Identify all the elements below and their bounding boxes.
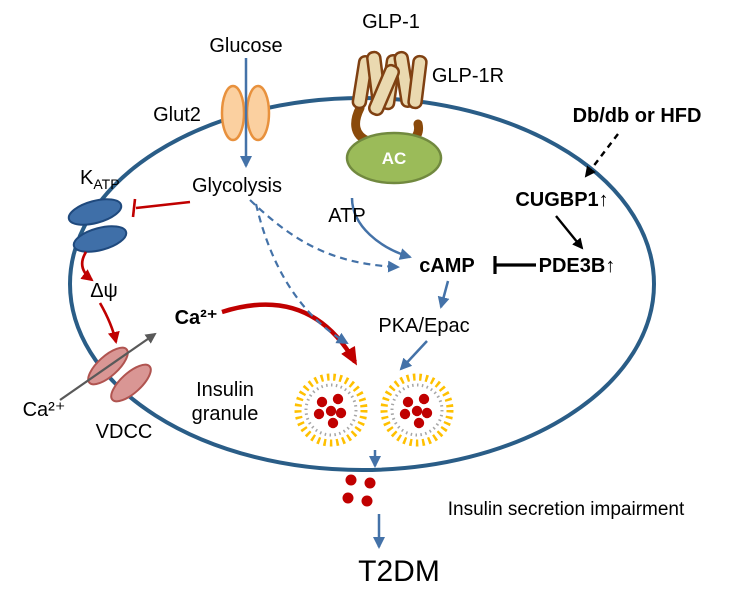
label-dbdb-hfd: Db/db or HFD [573, 105, 702, 127]
label-vdcc: VDCC [96, 421, 153, 443]
ac-label: AC [382, 149, 407, 168]
camp-to-pka-arrow [437, 280, 450, 309]
glp1r-receptor [351, 50, 428, 149]
dbdb-to-cugbp1-dashed-arrow [584, 133, 619, 178]
label-glp1r: GLP-1R [432, 65, 504, 87]
pka-to-granule-arrow [399, 340, 428, 371]
insulin-granule-right [380, 373, 454, 447]
label-calcium-inner: Ca²⁺ [175, 307, 218, 329]
label-secretion-impairment: Insulin secretion impairment [448, 499, 685, 520]
label-katp: KATP [80, 167, 120, 192]
katp-to-dpsi-arrow [80, 251, 94, 282]
label-pka-epac: PKA/Epac [378, 315, 469, 337]
dpsi-to-vdcc-arrow [98, 302, 120, 344]
calcium-to-granule-arrow [221, 302, 358, 366]
label-pde3b: PDE3B↑ [539, 255, 616, 277]
calcium-influx-arrow [59, 332, 157, 401]
label-insulin-granule-line2: granule [192, 403, 259, 425]
label-delta-psi: Δψ [90, 280, 118, 302]
katp-channel [67, 198, 128, 253]
adenylate-cyclase [345, 131, 443, 185]
label-camp: cAMP [419, 255, 475, 277]
label-glucose: Glucose [209, 35, 282, 57]
label-calcium-outer: Ca²⁺ [23, 399, 66, 421]
label-atp: ATP [328, 205, 365, 227]
label-glycolysis: Glycolysis [192, 175, 282, 197]
label-cugbp1: CUGBP1↑ [515, 189, 608, 211]
secreted-insulin-dots [342, 474, 376, 507]
cugbp1-to-pde3b-arrow [555, 215, 584, 250]
pde3b-camp-inhibition [493, 256, 536, 274]
label-glut2: Glut2 [153, 104, 201, 126]
glut2-transporter [220, 84, 271, 142]
label-t2dm: T2DM [358, 555, 440, 588]
label-insulin-granule-line1: Insulin [196, 379, 254, 401]
glycolysis-to-granule-dashed-arrow [254, 203, 349, 345]
label-glp1: GLP-1 [362, 11, 420, 33]
insulin-granule-left [294, 373, 368, 447]
glycolysis-katp-inhibition [131, 198, 191, 218]
atp-to-camp-arrow [350, 197, 412, 260]
